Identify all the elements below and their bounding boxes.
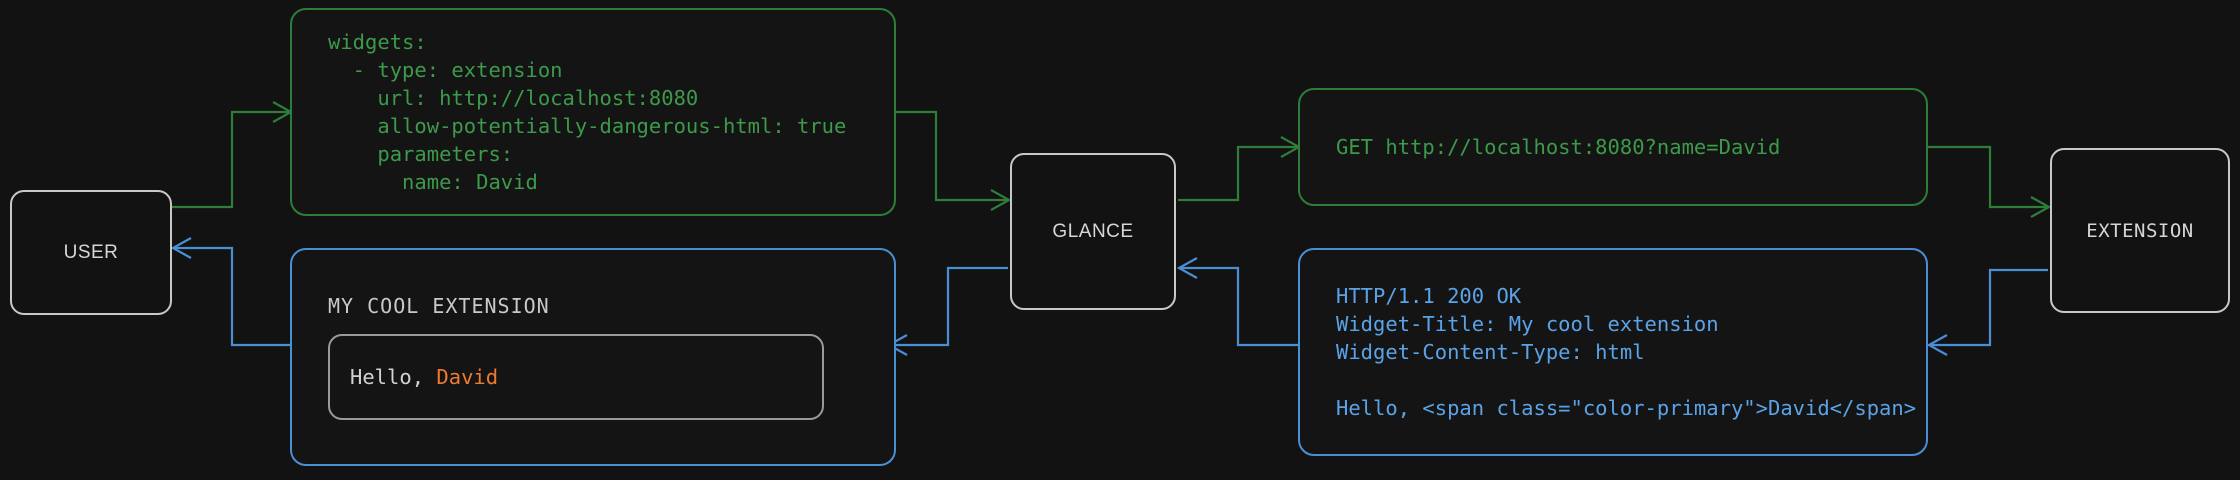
edge-glance-to-request [1178,136,1302,202]
http-response-text: HTTP/1.1 200 OK Widget-Title: My cool ex… [1336,284,1917,420]
message-http-response[interactable]: HTTP/1.1 200 OK Widget-Title: My cool ex… [1298,248,1928,456]
node-extension[interactable]: EXTENSION [2050,148,2230,313]
edge-request-to-extension [1928,145,2052,218]
rendered-widget-body: Hello, David [330,365,498,389]
edge-response-to-glance [1176,257,1298,347]
message-rendered-widget[interactable]: MY COOL EXTENSION Hello, David [290,248,896,466]
node-glance-label: GLANCE [1052,220,1134,242]
message-http-request[interactable]: GET http://localhost:8080?name=David [1298,88,1928,206]
node-glance[interactable]: GLANCE [1010,153,1176,310]
edge-glance-to-widget [886,266,1008,356]
edge-user-to-config [172,101,294,209]
rendered-widget-name: David [436,365,499,389]
edge-extension-to-response [1926,268,2048,356]
rendered-widget-greeting: Hello, [350,365,437,389]
node-user[interactable]: USER [10,190,172,315]
message-config-yaml[interactable]: widgets: - type: extension url: http://l… [290,8,896,216]
rendered-widget-content-box: Hello, David [328,334,824,420]
node-extension-label: EXTENSION [2086,219,2194,242]
rendered-widget-title: MY COOL EXTENSION [328,294,550,318]
edge-widget-to-user [170,237,290,347]
edge-config-to-glance [896,110,1012,211]
node-user-label: USER [63,241,119,263]
http-request-text: GET http://localhost:8080?name=David [1336,135,1781,159]
config-yaml-text: widgets: - type: extension url: http://l… [328,30,847,194]
